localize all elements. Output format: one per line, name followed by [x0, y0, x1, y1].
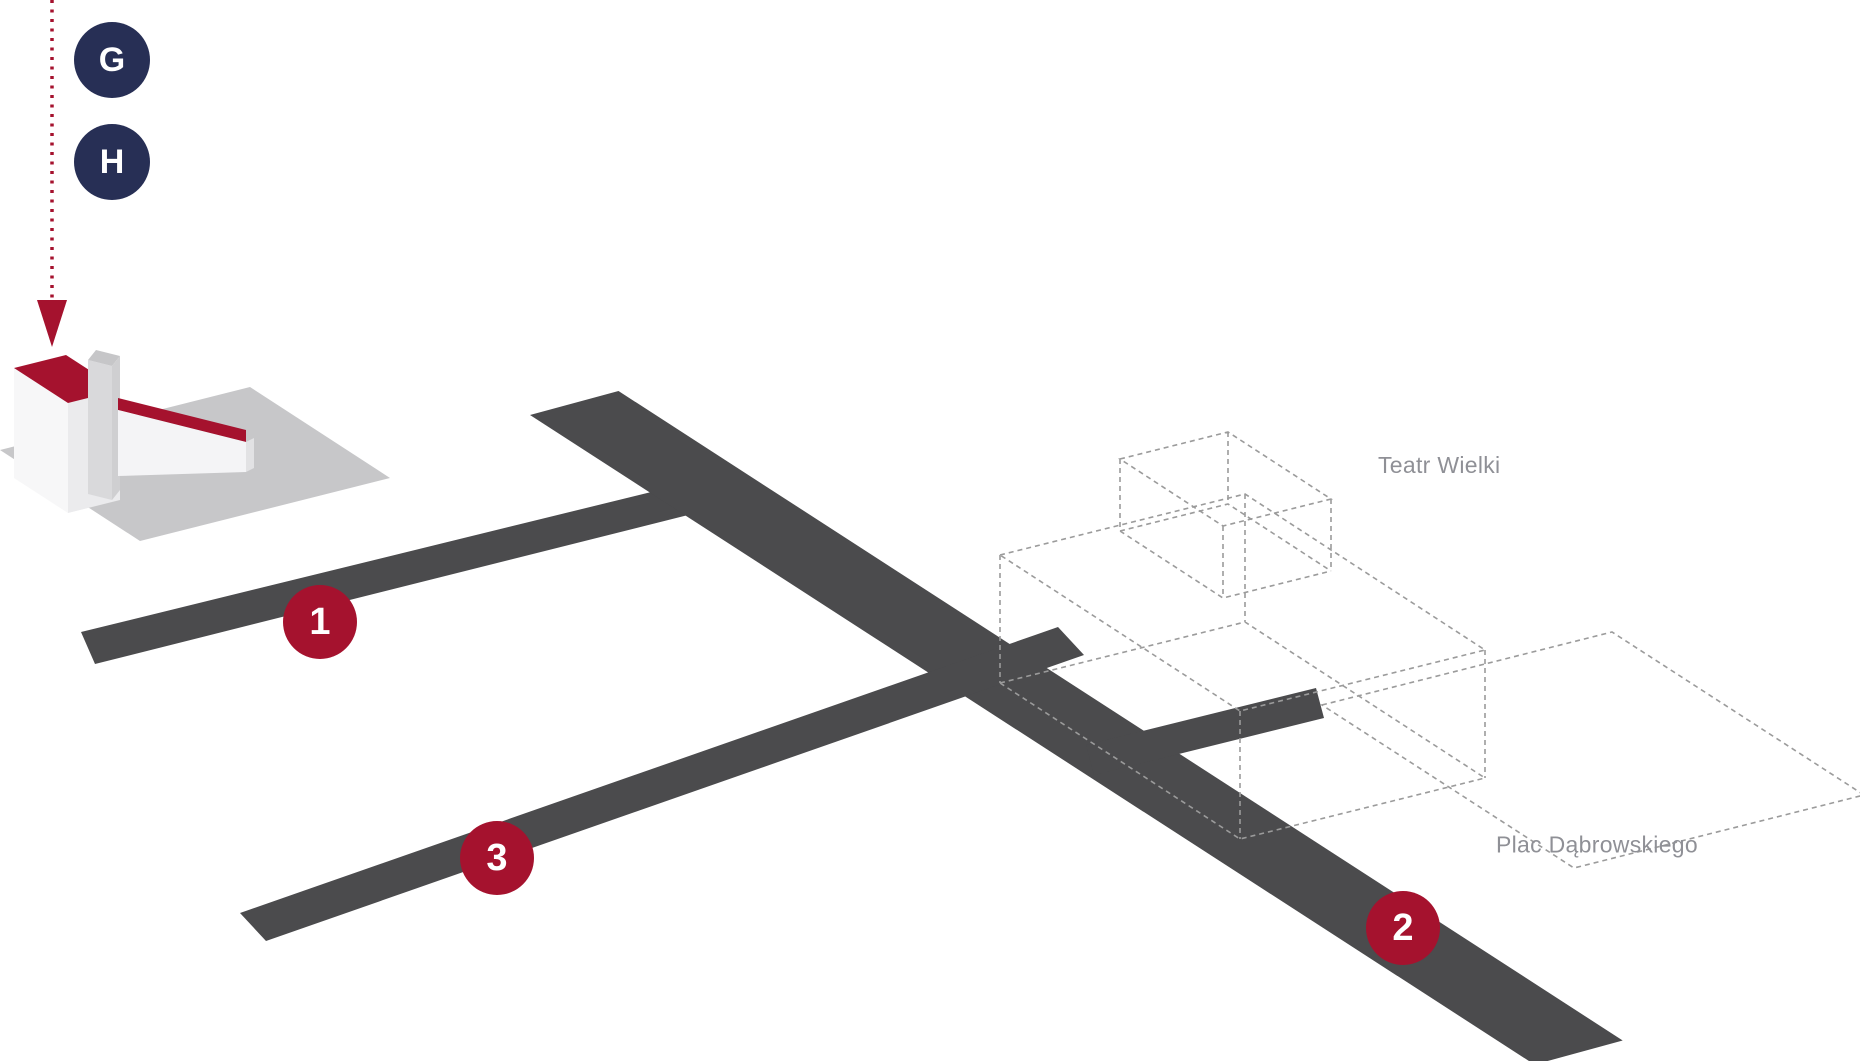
location-arrow-icon [37, 300, 67, 347]
square-label: Plac Dąbrowskiego [1496, 831, 1698, 858]
square-dashed-outline [1320, 631, 1860, 869]
venue-tower-front-face [88, 360, 112, 500]
theatre-wireframe-main [998, 493, 1487, 840]
street-main-diagonal [530, 391, 1623, 1061]
street-west [81, 481, 704, 664]
theatre-wireframe-flytower [1118, 431, 1333, 599]
transit-badge-h: H [74, 124, 150, 200]
venue-wing-red-roof [118, 398, 246, 442]
route-marker-3: 3 [460, 821, 534, 895]
route-marker-1: 1 [283, 585, 357, 659]
theatre-label: Teatr Wielki [1378, 452, 1501, 478]
venue-tower-roof [88, 350, 120, 366]
venue-wing-end-face [246, 438, 254, 472]
venue-building-front-face [14, 368, 68, 513]
venue-wing-front-face [118, 410, 246, 476]
street-spur-to-square [1086, 688, 1324, 775]
transit-badge-g: G [74, 22, 150, 98]
street-south [240, 627, 1084, 941]
route-marker-2: 2 [1366, 891, 1440, 965]
